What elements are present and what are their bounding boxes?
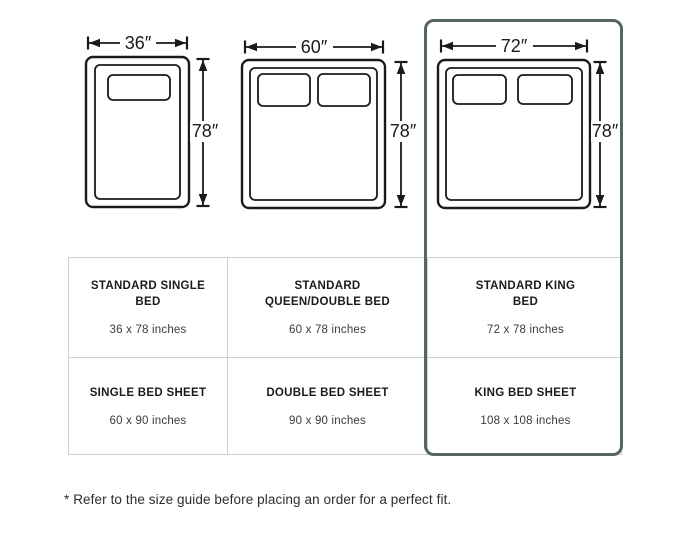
cell-title: SINGLE BED SHEET <box>89 387 207 400</box>
queen-height-dimension-arrow: 78″ <box>388 60 417 209</box>
cell-size: 90 x 90 inches <box>289 414 366 427</box>
king-height-label: 78″ <box>592 121 619 141</box>
table-cell-double-bed-sheet: DOUBLE BED SHEET 90 x 90 inches <box>228 358 428 455</box>
queen-width-dimension-arrow: 60″ <box>243 37 385 57</box>
cell-title: STANDARD QUEEN/DOUBLE BED <box>265 280 390 308</box>
cell-size: 60 x 78 inches <box>289 323 366 336</box>
single-width-label: 36″ <box>125 33 152 53</box>
king-width-dimension-arrow: 72″ <box>439 36 589 56</box>
size-table: STANDARD SINGLE BED 36 x 78 inches STAND… <box>68 257 623 455</box>
cell-title: STANDARD SINGLE BED <box>90 280 206 308</box>
cell-title: KING BED SHEET <box>474 387 577 400</box>
queen-width-label: 60″ <box>301 37 328 57</box>
table-cell-standard-king-bed: STANDARD KING BED 72 x 78 inches <box>428 258 623 358</box>
pillow-icon <box>107 74 171 101</box>
cell-title: STANDARD KING BED <box>475 280 576 308</box>
cell-size: 60 x 90 inches <box>109 414 187 427</box>
pillow-icon <box>517 74 573 105</box>
table-cell-standard-single-bed: STANDARD SINGLE BED 36 x 78 inches <box>69 258 228 358</box>
king-bed-diagram: 72″ 78″ <box>436 36 620 210</box>
queen-double-bed-diagram: 60″ 78″ <box>240 37 417 210</box>
bed-diagrams: 36″ 78″ <box>84 33 620 210</box>
footnote: * Refer to the size guide before placing… <box>64 492 452 507</box>
cell-size: 36 x 78 inches <box>109 323 187 336</box>
pillow-icon <box>317 73 371 107</box>
queen-height-label: 78″ <box>390 121 417 141</box>
cell-size: 72 x 78 inches <box>487 323 564 336</box>
king-height-dimension-arrow: 78″ <box>591 60 620 209</box>
table-cell-standard-queen-double-bed: STANDARD QUEEN/DOUBLE BED 60 x 78 inches <box>228 258 428 358</box>
single-height-label: 78″ <box>192 121 219 141</box>
king-width-label: 72″ <box>501 36 528 56</box>
pillow-icon <box>452 74 507 105</box>
pillow-icon <box>257 73 311 107</box>
table-cell-single-bed-sheet: SINGLE BED SHEET 60 x 90 inches <box>69 358 228 455</box>
single-height-dimension-arrow: 78″ <box>190 57 219 208</box>
table-cell-king-bed-sheet: KING BED SHEET 108 x 108 inches <box>428 358 623 455</box>
single-width-dimension-arrow: 36″ <box>86 33 189 53</box>
cell-title: DOUBLE BED SHEET <box>266 387 389 400</box>
cell-size: 108 x 108 inches <box>480 414 571 427</box>
single-bed-diagram: 36″ 78″ <box>84 33 219 209</box>
